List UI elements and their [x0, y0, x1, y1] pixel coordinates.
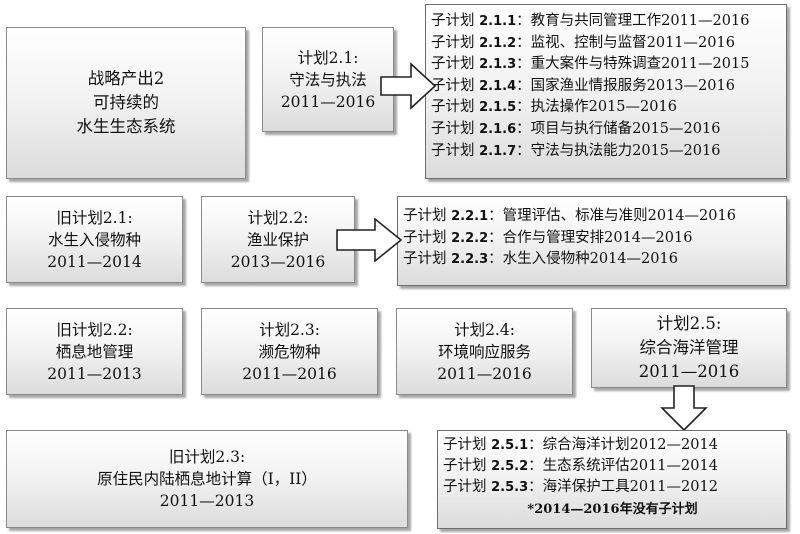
program-title: 环境响应服务	[437, 342, 531, 361]
program-2-5-box: 计划2.5: 综合海洋管理 2011—2016	[591, 308, 787, 388]
old-program-label: 旧计划2.1:	[56, 208, 133, 227]
program-period: 2011—2016	[638, 362, 740, 381]
program-label: 计划2.4:	[454, 320, 515, 339]
program-2-4-box: 计划2.4: 环境响应服务 2011—2016	[396, 308, 573, 395]
old-program-2-1-box: 旧计划2.1: 水生入侵物种 2011—2014	[6, 196, 183, 283]
subprogram-item: 子计划 2.2.2：合作与管理安排2014—2016	[403, 229, 693, 246]
subprogram-item: 子计划 2.1.6：项目与执行储备2015—2016	[431, 120, 721, 137]
program-label: 计划2.5:	[656, 314, 722, 333]
program-label: 计划2.3:	[259, 320, 320, 339]
program-label: 计划2.2:	[247, 208, 309, 227]
old-program-title: 原住民内陆栖息地计算（I，II）	[97, 470, 317, 488]
program-2-2-box: 计划2.2: 渔业保护 2013—2016	[201, 196, 355, 283]
subprogram-item: 子计划 2.1.7：守法与执法能力2015—2016	[431, 142, 721, 159]
program-title: 守法与执法	[289, 70, 367, 89]
old-program-label: 旧计划2.2:	[56, 320, 133, 339]
old-program-2-2-box: 旧计划2.2: 栖息地管理 2011—2013	[6, 308, 183, 395]
program-title: 综合海洋管理	[639, 338, 739, 357]
subprogram-item: 子计划 2.2.1：管理评估、标准与准则2014—2016	[403, 208, 736, 224]
subprogram-list-2-2: 子计划 2.2.1：管理评估、标准与准则2014—2016 子计划 2.2.2：…	[397, 196, 787, 286]
old-program-period: 2011—2014	[47, 252, 142, 271]
strategic-output-line: 水生生态系统	[76, 117, 176, 136]
program-period: 2013—2016	[230, 252, 326, 271]
subprogram-item: 子计划 2.2.3：水生入侵物种2014—2016	[403, 251, 678, 268]
subprogram-item: 子计划 2.1.5：执法操作2015—2016	[431, 99, 677, 116]
program-period: 2011—2016	[242, 364, 337, 383]
old-program-period: 2011—2013	[47, 364, 142, 383]
program-period: 2011—2016	[280, 92, 376, 111]
subprogram-item: 子计划 2.1.4：国家渔业情报服务2013—2016	[431, 77, 735, 94]
subprogram-item: 子计划 2.1.2：监视、控制与监督2011—2016	[431, 34, 735, 51]
subprogram-note: *2014—2016年没有子计划	[527, 502, 698, 517]
subprogram-list-2-5: 子计划 2.5.1：综合海洋计划2012—2014 子计划 2.5.2：生态系统…	[437, 430, 787, 529]
arrow-right-icon	[336, 217, 403, 263]
old-program-label: 旧计划2.3:	[168, 448, 246, 466]
subprogram-item: 子计划 2.1.3：重大案件与特殊调查2011—2015	[431, 56, 750, 73]
program-2-3-box: 计划2.3: 濒危物种 2011—2016	[201, 308, 378, 395]
program-title: 渔业保护	[246, 230, 309, 249]
arrow-right-icon	[380, 62, 437, 110]
subprogram-list-2-1: 子计划 2.1.1：教育与共同管理工作2011—2016 子计划 2.1.2：监…	[425, 4, 787, 179]
old-program-period: 2011—2013	[159, 492, 255, 510]
strategic-output-box: 战略产出2 可持续的 水生生态系统	[6, 27, 246, 179]
subprogram-item: 子计划 2.5.2：生态系统评估2011—2014	[443, 458, 718, 474]
arrow-down-icon	[660, 385, 708, 432]
strategic-output-title: 战略产出2	[87, 69, 165, 88]
old-program-2-3-box: 旧计划2.3: 原住民内陆栖息地计算（I，II） 2011—2013	[6, 430, 408, 528]
old-program-title: 栖息地管理	[55, 342, 134, 361]
program-period: 2011—2016	[437, 364, 532, 383]
program-2-1-box: 计划2.1: 守法与执法 2011—2016	[262, 27, 394, 132]
program-label: 计划2.1:	[297, 48, 359, 67]
program-title: 濒危物种	[258, 342, 321, 361]
strategic-output-line: 可持续的	[93, 93, 159, 112]
subprogram-item: 子计划 2.5.3：海洋保护工具2011—2012	[443, 479, 718, 495]
subprogram-item: 子计划 2.5.1：综合海洋计划2012—2014	[443, 437, 718, 453]
old-program-title: 水生入侵物种	[47, 230, 141, 249]
subprogram-item: 子计划 2.1.1：教育与共同管理工作2011—2016	[431, 13, 750, 29]
